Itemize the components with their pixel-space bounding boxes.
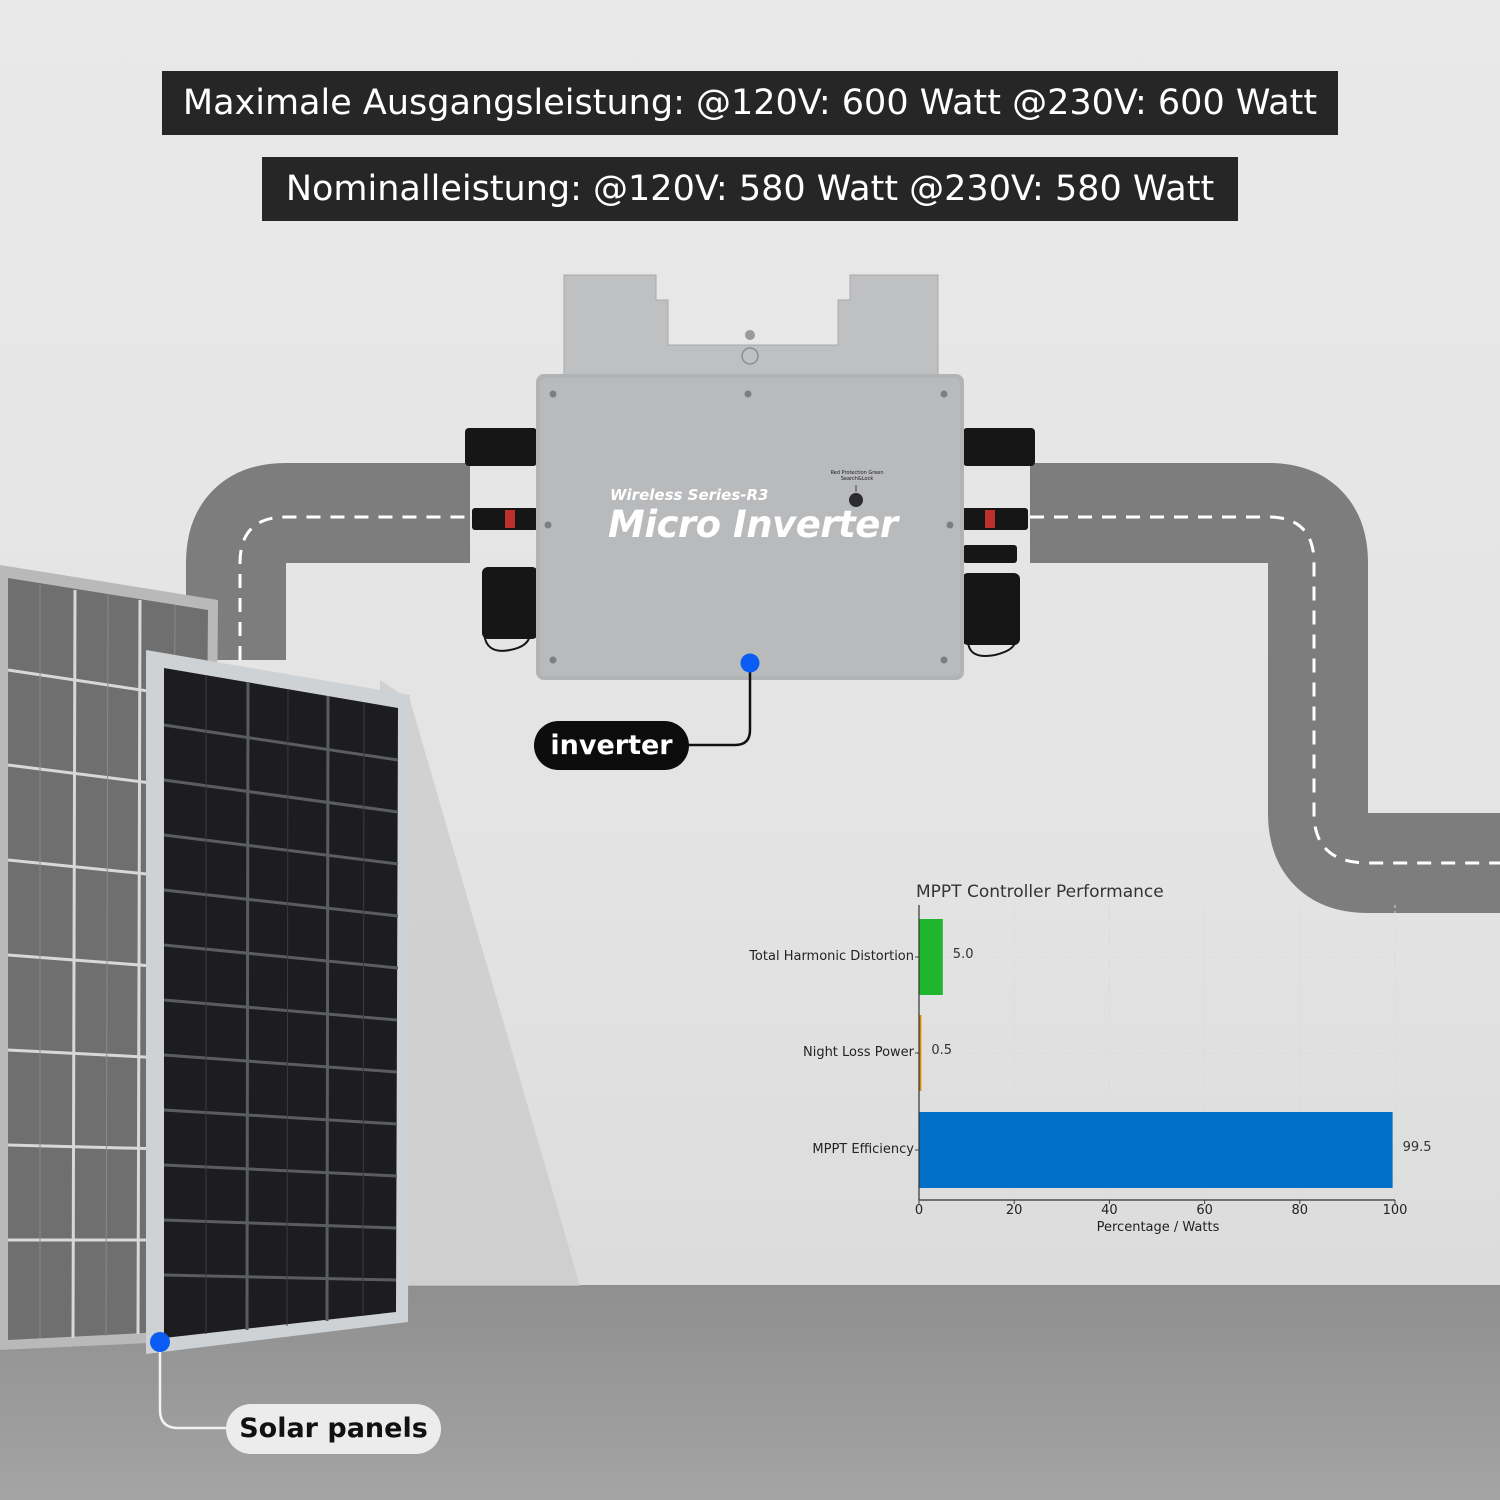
category-label: MPPT Efficiency bbox=[812, 1142, 914, 1157]
x-tick-label: 0 bbox=[914, 1203, 924, 1218]
inverter-mount-plate bbox=[563, 274, 939, 381]
status-led-icon bbox=[849, 493, 863, 507]
front-solar-panel bbox=[146, 650, 410, 1354]
inverter-name-label: Micro Inverter bbox=[608, 503, 898, 546]
inverter-body bbox=[536, 374, 964, 680]
inverter-led-note: Red Protection Green Search&Lock bbox=[830, 470, 884, 482]
value-label: 0.5 bbox=[931, 1043, 953, 1058]
value-label: 99.5 bbox=[1402, 1140, 1432, 1155]
nominal-power-banner: Nominalleistung: @120V: 580 Watt @230V: … bbox=[262, 157, 1238, 221]
x-tick-label: 100 bbox=[1382, 1203, 1408, 1218]
solar-callout-dot bbox=[150, 1332, 170, 1352]
category-label: Night Loss Power bbox=[802, 1045, 914, 1060]
inverter-callout-dot bbox=[740, 653, 760, 673]
inverter-series-label: Wireless Series-R3 bbox=[610, 486, 769, 504]
x-tick-label: 40 bbox=[1101, 1203, 1118, 1218]
inverter-connectors bbox=[465, 428, 1035, 657]
x-tick-label: 80 bbox=[1291, 1203, 1309, 1218]
category-label: Total Harmonic Distortion bbox=[749, 949, 914, 964]
x-axis-label: Percentage / Watts bbox=[1096, 1220, 1220, 1235]
panel-shadow bbox=[380, 680, 580, 1286]
road-illustration bbox=[186, 463, 1500, 913]
x-tick-label: 20 bbox=[1005, 1203, 1023, 1218]
chart-title: MPPT Controller Performance bbox=[916, 882, 1164, 902]
inverter-tag: inverter bbox=[534, 721, 689, 770]
callout-lines bbox=[150, 653, 760, 1430]
value-label: 5.0 bbox=[952, 947, 974, 962]
max-output-banner: Maximale Ausgangsleistung: @120V: 600 Wa… bbox=[162, 71, 1338, 135]
solar-panels-tag: Solar panels bbox=[226, 1404, 441, 1454]
x-tick-label: 60 bbox=[1196, 1203, 1213, 1218]
